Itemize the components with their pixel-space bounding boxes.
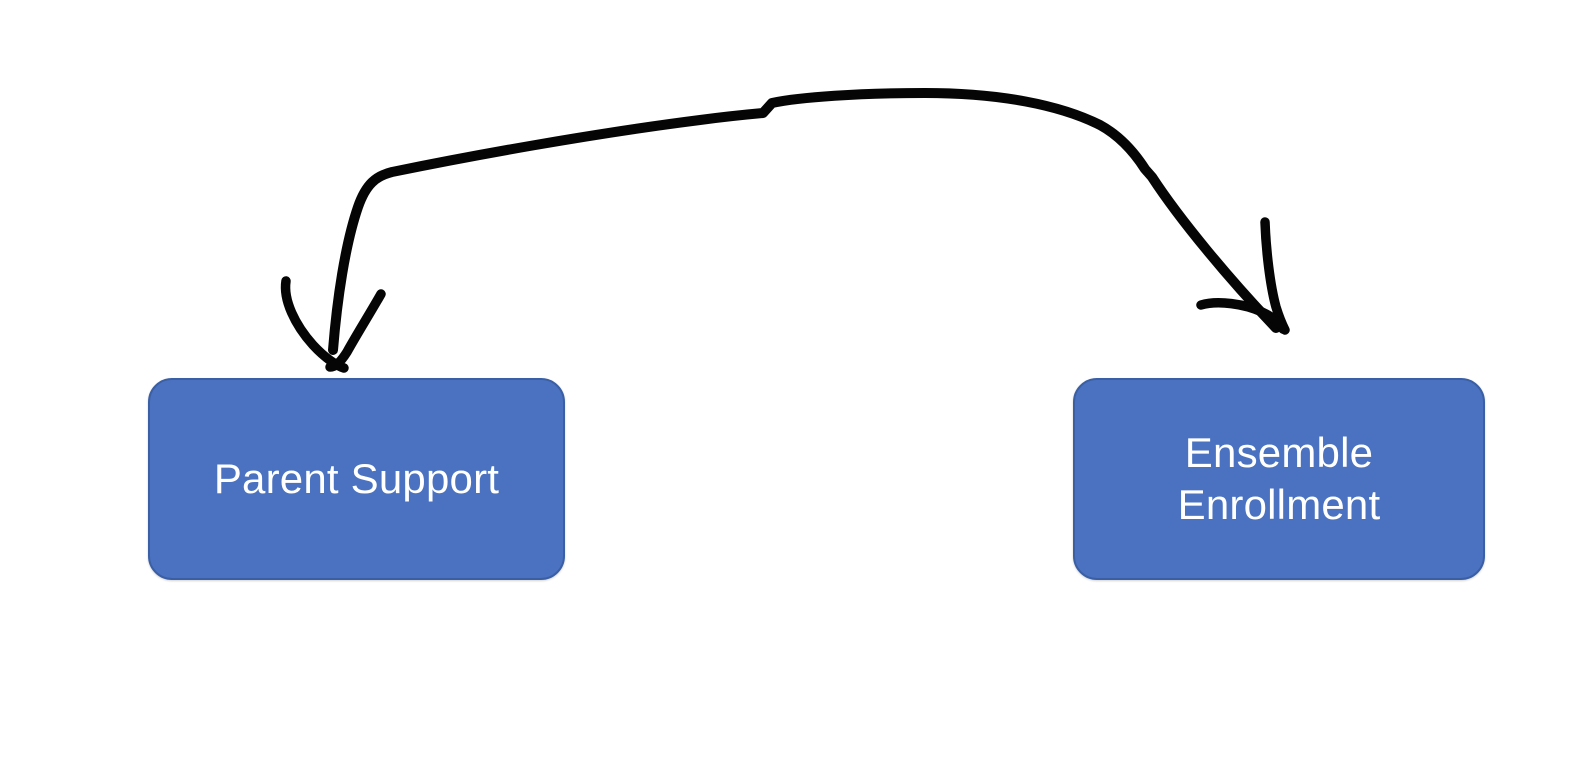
arrowhead-left-barb-outer	[280, 276, 349, 373]
arrowhead-left-barb-inner	[325, 289, 386, 372]
arrowhead-right-barb-upper	[1260, 217, 1290, 335]
node-parent-support[interactable]: Parent Support	[148, 378, 565, 580]
arrow-shaft	[328, 88, 1281, 355]
arrowhead-right-barb-lower	[1196, 298, 1288, 334]
node-ensemble-enrollment[interactable]: Ensemble Enrollment	[1073, 378, 1485, 580]
